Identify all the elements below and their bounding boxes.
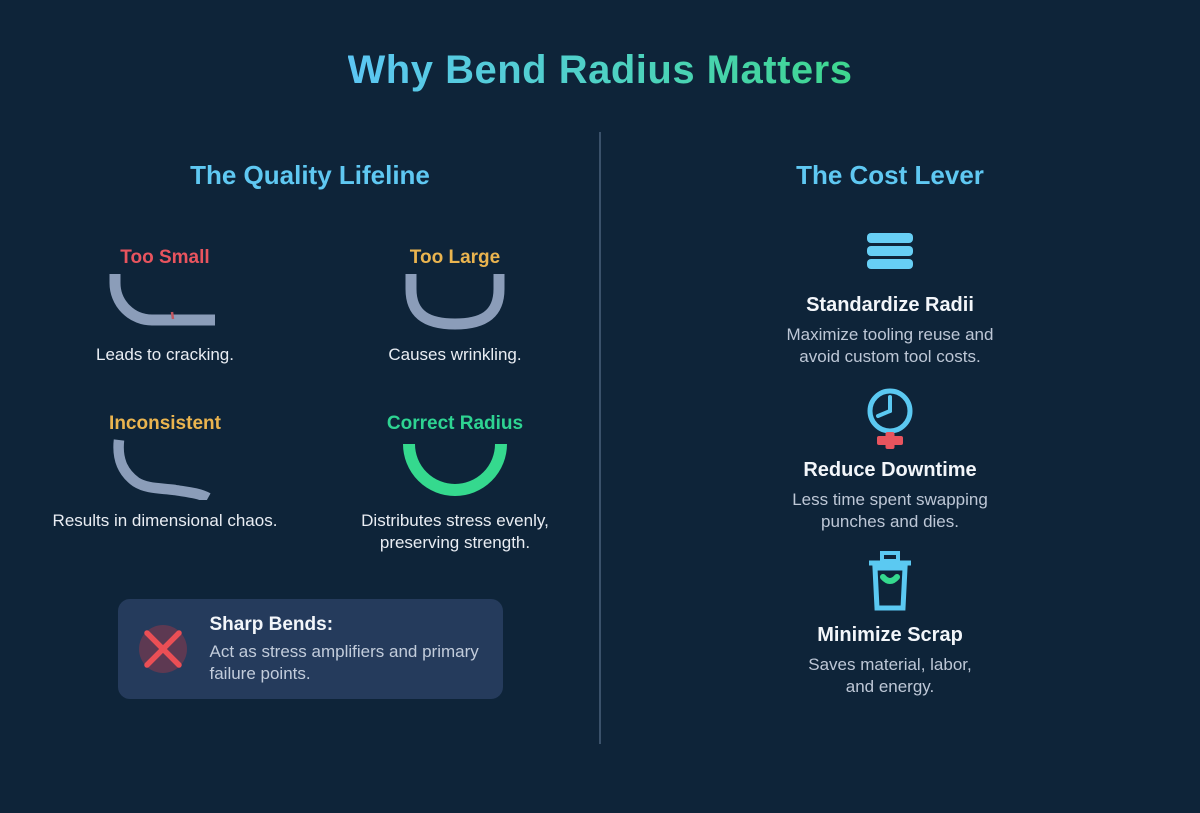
bend-description: Leads to cracking. [96,345,234,364]
too-small-bend-curve [109,274,215,326]
bend-title: Too Small [120,247,210,268]
page-header: Why Bend Radius Matters [0,48,1200,93]
cost-item-description-line: Maximize tooling reuse and [786,325,994,344]
cost-item-description: Saves material, labor, and energy. [808,654,971,698]
clock-plus-icon [867,388,913,449]
cost-item-minimize-scrap: Minimize Scrap Saves material, labor, an… [808,551,972,698]
sharp-bends-warning-box: Sharp Bends: Act as stress amplifiers an… [117,599,503,699]
warning-description-line: failure points. [209,664,311,683]
bend-card-too-small: Too Small Leads to cracking. [20,246,310,366]
cost-item-description-line: Saves material, labor, [808,655,972,674]
cost-column-header: The Cost Lever [796,160,984,190]
cost-item-description-line: and energy. [845,677,935,696]
warning-description-line: Act as stress amplifiers and primary [209,642,479,661]
cost-item-title: Standardize Radii [806,294,974,316]
too-large-bend-curve [405,274,505,330]
cost-item-standardize-radii: Standardize Radii Maximize tooling reuse… [787,233,994,368]
bend-examples-grid: Too Small Leads to cracking. Too Large C… [20,246,600,554]
cost-item-description: Maximize tooling reuse and avoid custom … [787,324,994,368]
bend-description: Results in dimensional chaos. [52,511,278,530]
cost-item-description-line: punches and dies. [820,512,959,531]
inconsistent-bend-curve [113,439,211,500]
error-x-icon [138,625,187,673]
bend-card-correct-radius: Correct Radius Distributes stress evenly… [310,412,600,554]
bend-description-line: preserving strength. [379,533,531,552]
warning-title: Sharp Bends: [209,614,334,635]
warning-text: Sharp Bends: Act as stress amplifiers an… [210,613,479,685]
stacked-bars-icon [866,233,913,269]
bend-description-line: Distributes stress evenly, [361,511,549,530]
cost-item-title: Minimize Scrap [817,624,963,646]
quality-column: The Quality Lifeline Too Small Leads to … [20,132,600,699]
bend-title: Inconsistent [109,413,221,434]
bend-card-inconsistent: Inconsistent Results in dimensional chao… [20,412,310,554]
warning-description: Act as stress amplifiers and primary fai… [210,641,479,685]
cost-item-reduce-downtime: Reduce Downtime Less time spent swapping… [792,388,988,533]
bend-description: Causes wrinkling. [388,345,522,364]
page-title: Why Bend Radius Matters [347,48,853,92]
column-divider [599,132,601,744]
quality-column-header: The Quality Lifeline [190,160,430,190]
crack-mark [170,311,175,320]
bend-description: Distributes stress evenly, preserving st… [361,510,549,554]
correct-radius-bend-curve [403,443,507,496]
cost-item-description-line: avoid custom tool costs. [799,347,981,366]
cost-item-description-line: Less time spent swapping [792,490,988,509]
cost-item-description: Less time spent swapping punches and die… [792,489,988,533]
cost-column: The Cost Lever Standardize Radii Maximiz… [600,132,1180,698]
bend-card-too-large: Too Large Causes wrinkling. [310,246,600,366]
bend-title: Correct Radius [386,413,524,434]
trash-check-icon [869,551,911,611]
cost-item-title: Reduce Downtime [803,459,977,481]
bend-title: Too Large [409,247,501,268]
